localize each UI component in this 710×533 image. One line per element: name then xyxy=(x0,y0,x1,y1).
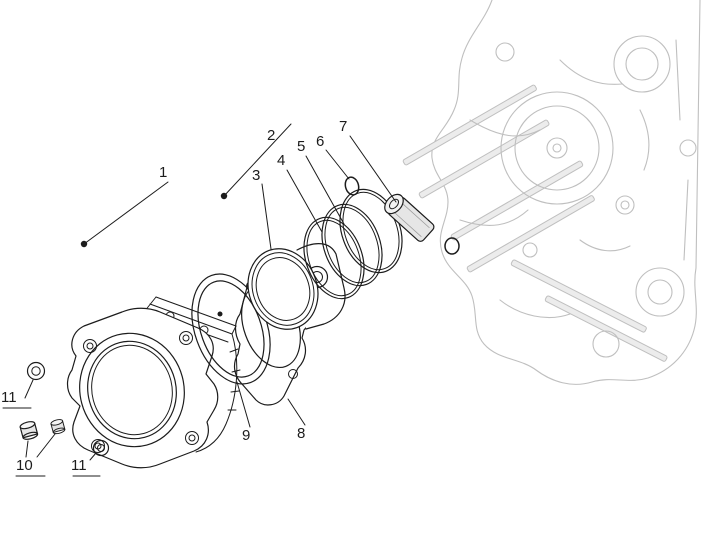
cylinder-drawing xyxy=(66,296,241,469)
crankcase-drawing xyxy=(402,0,701,385)
circlip-drawing xyxy=(344,176,460,255)
callout-1: 1 xyxy=(159,164,168,181)
wrist-pin-drawing xyxy=(384,193,435,242)
cylinder-studs xyxy=(402,84,668,362)
callout-11-left: 11 xyxy=(1,389,17,406)
base-gasket-drawing xyxy=(191,273,271,385)
callout-8: 8 xyxy=(297,425,306,442)
callout-10: 10 xyxy=(16,457,33,474)
washer-b-drawing xyxy=(92,439,110,457)
washer-a-drawing xyxy=(26,361,46,381)
callout-3: 3 xyxy=(252,167,261,184)
callout-5: 5 xyxy=(297,138,306,155)
leader-lines xyxy=(2,123,397,477)
gasket-dowel-dot xyxy=(217,311,223,317)
callout-4: 4 xyxy=(277,152,286,169)
callout-9: 9 xyxy=(242,427,251,444)
callout-11-bottom: 11 xyxy=(71,457,87,474)
cap-nut-b-drawing xyxy=(50,419,66,435)
piston-drawing xyxy=(247,243,346,330)
callout-7: 7 xyxy=(339,118,348,135)
callout-2: 2 xyxy=(267,127,276,144)
cap-nut-a-drawing xyxy=(19,421,39,440)
callout-6: 6 xyxy=(316,133,325,150)
